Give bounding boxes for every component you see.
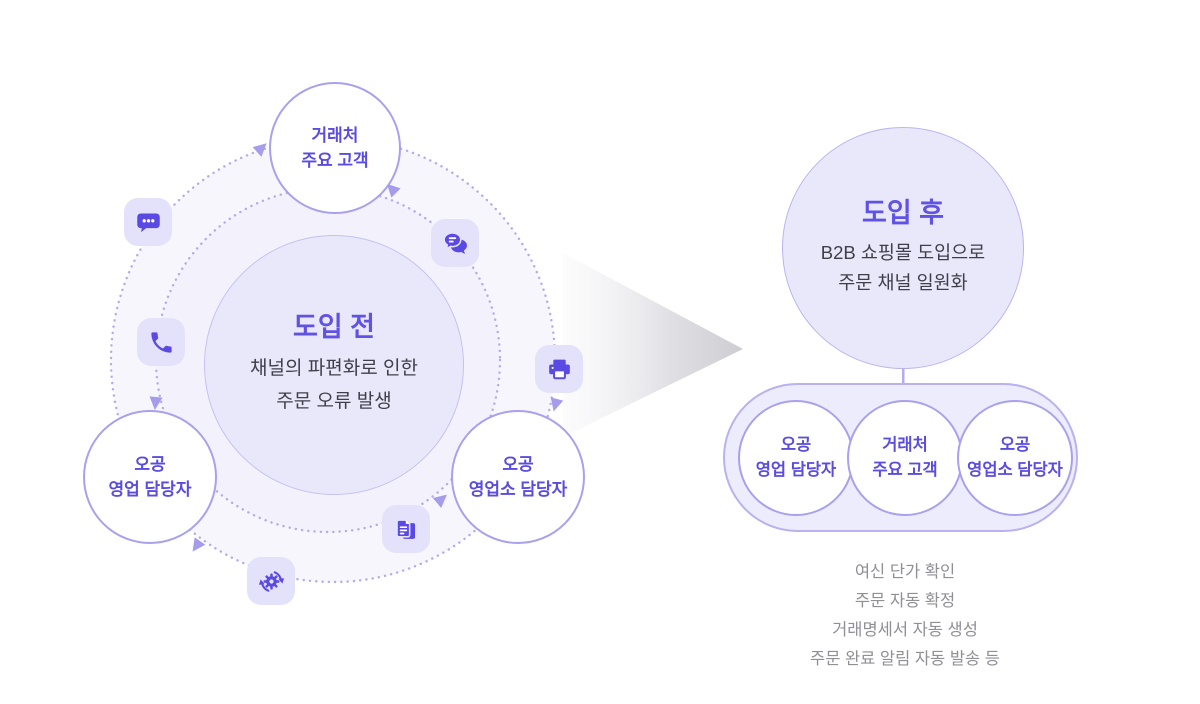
benefit-item: 여신 단가 확인 [854, 563, 956, 581]
benefit-item: 주문 자동 확정 [854, 592, 956, 610]
node-label-line: 거래처 [311, 126, 359, 145]
node-ogong-sales-rep: 오공 영업 담당자 [83, 410, 217, 544]
sync-gear-icon [247, 557, 295, 605]
node-client-customers: 거래처 주요 고객 [269, 82, 401, 214]
flow-arrowheads [149, 143, 564, 552]
after-node-ogong-sales-rep: 오공 영업 담당자 [738, 400, 854, 516]
phone-icon [137, 318, 185, 366]
after-node-client-customers: 거래처 주요 고객 [847, 400, 963, 516]
node-label-line: 주요 고객 [872, 461, 938, 479]
benefits-list: 여신 단가 확인 주문 자동 확정 거래명세서 자동 생성 주문 완료 알림 자… [755, 558, 1055, 674]
node-label-line: 주요 고객 [301, 151, 369, 170]
node-ogong-branch-rep: 오공 영업소 담당자 [451, 410, 585, 544]
before-center-circle: 도입 전 채널의 파편화로 인한 주문 오류 발생 [204, 235, 464, 495]
after-subtitle-line2: 주문 채널 일원화 [838, 272, 968, 293]
after-node-ogong-branch-rep: 오공 영업소 담당자 [957, 400, 1073, 516]
node-label-line: 오공 [780, 436, 812, 454]
before-subtitle-line1: 채널의 파편화로 인한 [250, 358, 418, 379]
node-label-line: 영업소 담당자 [468, 480, 568, 499]
chat-dots-icon [124, 198, 172, 246]
node-label-line: 영업소 담당자 [967, 461, 1063, 479]
node-label-line: 오공 [134, 455, 166, 474]
before-subtitle: 채널의 파편화로 인한 주문 오류 발생 [250, 352, 418, 418]
node-label-line: 영업 담당자 [108, 480, 192, 499]
after-center-circle: 도입 후 B2B 쇼핑몰 도입으로 주문 채널 일원화 [782, 127, 1024, 369]
before-title: 도입 전 [292, 312, 376, 342]
node-label-line: 오공 [502, 455, 534, 474]
benefit-item: 거래명세서 자동 생성 [832, 621, 978, 639]
documents-icon [382, 505, 430, 553]
transition-arrow [563, 253, 743, 437]
after-subtitle: B2B 쇼핑몰 도입으로 주문 채널 일원화 [821, 238, 985, 298]
node-label-line: 영업 담당자 [755, 461, 837, 479]
after-subtitle-line1: B2B 쇼핑몰 도입으로 [820, 242, 986, 263]
node-label-line: 거래처 [882, 436, 928, 454]
node-label-line: 오공 [999, 436, 1031, 454]
printer-icon [535, 345, 583, 393]
benefit-item: 주문 완료 알림 자동 발송 등 [810, 650, 1000, 668]
before-subtitle-line2: 주문 오류 발생 [276, 391, 392, 412]
chat-double-icon [431, 219, 479, 267]
after-connector-line [902, 368, 905, 385]
after-title: 도입 후 [861, 198, 945, 228]
